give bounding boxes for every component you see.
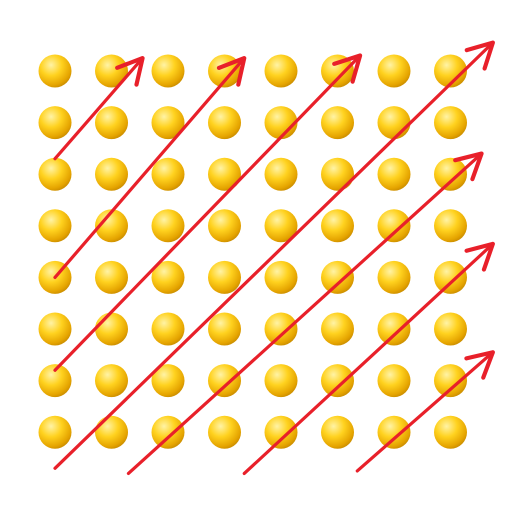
sphere [38,312,72,346]
sphere [208,260,241,294]
sphere [38,415,72,449]
sphere [208,106,241,140]
sphere [38,209,72,243]
sphere [151,260,185,294]
sphere [321,209,354,243]
sphere [38,157,72,191]
sphere [377,106,411,140]
sphere [434,415,467,449]
arrow-1 [53,56,145,161]
sphere [321,260,354,294]
sphere [151,106,185,140]
diagonal-arrows [53,40,495,476]
arrow-7 [355,350,495,473]
sphere [434,364,467,398]
sphere [95,260,128,294]
sphere [38,364,72,398]
sphere [321,364,354,398]
sphere [321,54,354,88]
arrow-4 [53,40,495,470]
sphere [264,364,298,398]
sphere [377,415,411,449]
sphere [264,157,298,191]
sphere [151,415,185,449]
sphere [434,54,467,88]
sphere [264,415,298,449]
sphere [151,364,185,398]
sphere [377,260,411,294]
sphere [434,312,467,346]
sphere [321,415,354,449]
sphere [208,312,241,346]
sphere [434,209,467,243]
sphere [264,209,298,243]
sphere [38,54,72,88]
sphere [95,364,128,398]
sphere [208,364,241,398]
sphere [95,106,128,140]
sphere [151,54,185,88]
sphere [377,54,411,88]
arrow-5 [126,151,484,476]
sphere [95,312,128,346]
sphere [208,415,241,449]
sphere [377,157,411,191]
sphere [208,209,241,243]
sphere [151,312,185,346]
sphere [321,106,354,140]
sphere-grid [38,54,467,449]
arrow-3 [53,53,363,372]
sphere [434,106,467,140]
sphere [264,54,298,88]
sphere [377,312,411,346]
sphere [321,312,354,346]
sphere [95,157,128,191]
sphere [208,157,241,191]
sphere [377,209,411,243]
arrow-6 [242,241,495,476]
sphere [434,260,467,294]
sphere [264,260,298,294]
sphere [95,415,128,449]
sphere [321,157,354,191]
sphere [264,312,298,346]
sphere [38,106,72,140]
sphere [151,157,185,191]
sphere [151,209,185,243]
sphere [264,106,298,140]
sphere [95,209,128,243]
sphere [434,157,467,191]
arrow-2 [53,56,247,279]
sphere [377,364,411,398]
